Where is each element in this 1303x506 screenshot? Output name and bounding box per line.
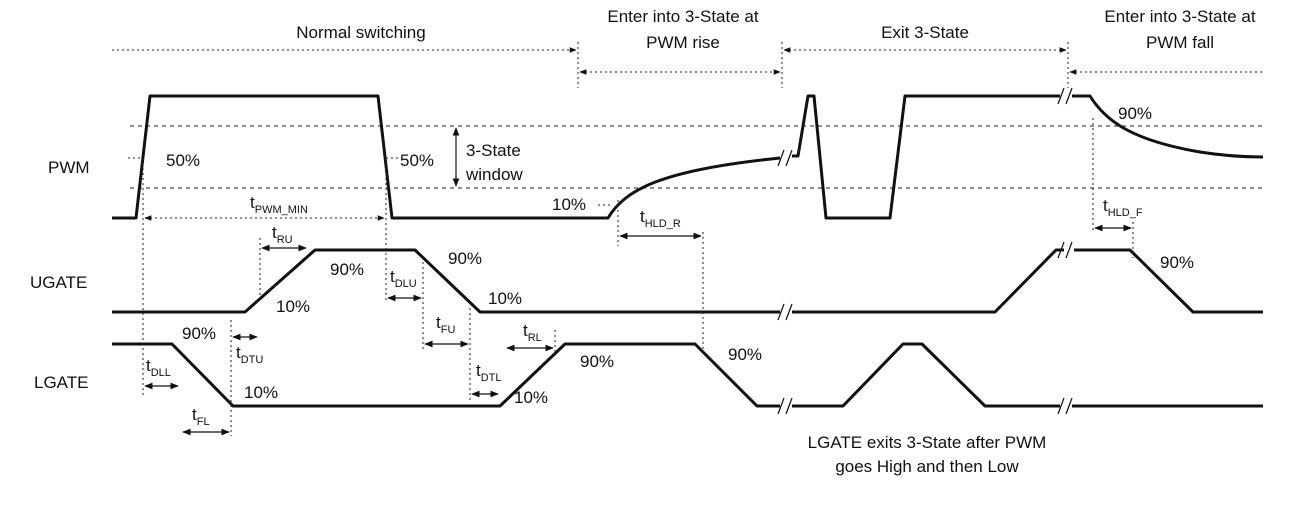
t-pwm-min-label: tPWM_MIN — [250, 193, 308, 216]
lgate-break-mark — [777, 397, 793, 415]
t-dlu-label: tDLU — [390, 267, 417, 290]
phase-enter-fall-label-1: Enter into 3-State at — [1104, 7, 1255, 26]
pwm-waveform-exit — [792, 94, 1060, 220]
ugate-waveform — [112, 248, 780, 314]
ugate-break-mark — [777, 303, 793, 321]
ugate-break-mark — [1057, 241, 1073, 259]
t-dtl-label: tDTL — [476, 361, 502, 384]
lgate-fall2-90-label: 90% — [728, 345, 762, 364]
phase-enter-rise-label-1: Enter into 3-State at — [607, 7, 758, 26]
ugate-fall-90-label: 90% — [448, 249, 482, 268]
signal-lgate-label: LGATE — [34, 373, 88, 392]
t-dtu-label: tDTU — [236, 343, 263, 366]
ugate-fall-10-label: 10% — [488, 289, 522, 308]
t-ru-label: tRU — [272, 223, 293, 246]
ugate-waveform-2 — [792, 248, 1064, 314]
pwm-break-mark — [1057, 87, 1073, 105]
note-line-1: LGATE exits 3-State after PWM — [808, 433, 1047, 452]
phase-enter-rise-label-2: PWM rise — [646, 33, 720, 52]
window-label-2: window — [465, 165, 523, 184]
t-dll-label: tDLL — [146, 356, 171, 379]
lgate-waveform — [112, 342, 780, 408]
t-fu-label: tFU — [436, 313, 455, 336]
ugate-fall2-90-label: 90% — [1160, 253, 1194, 272]
pwm-10-label: 10% — [552, 195, 586, 214]
pwm-fall-50-label: 50% — [400, 151, 434, 170]
phase-normal-label: Normal switching — [296, 23, 425, 42]
lgate-rise-10-label: 10% — [514, 388, 548, 407]
lgate-rise-90-label: 90% — [580, 352, 614, 371]
t-hld-r-label: tHLD_R — [640, 207, 681, 230]
note-line-2: goes High and then Low — [835, 457, 1019, 476]
signal-pwm-label: PWM — [48, 158, 90, 177]
t-fl-label: tFL — [192, 405, 210, 428]
phase-exit-label: Exit 3-State — [881, 23, 969, 42]
window-label-1: 3-State — [466, 141, 521, 160]
ugate-rise-90-label: 90% — [330, 260, 364, 279]
lgate-fall-10-label: 10% — [244, 383, 278, 402]
lgate-fall-90-label: 90% — [182, 324, 216, 343]
pwm-fall-90-label: 90% — [1118, 104, 1152, 123]
signal-ugate-label: UGATE — [30, 273, 87, 292]
pwm-waveform — [112, 94, 781, 220]
lgate-break-mark — [1057, 397, 1073, 415]
lgate-waveform-2 — [792, 342, 1060, 408]
t-rl-label: tRL — [523, 321, 542, 344]
ugate-waveform-3 — [1074, 248, 1263, 314]
pwm-break-mark — [777, 149, 793, 167]
pwm-waveform-fall — [1072, 94, 1264, 159]
ugate-rise-10-label: 10% — [276, 297, 310, 316]
t-hld-f-label: tHLD_F — [1103, 196, 1143, 219]
phase-enter-fall-label-2: PWM fall — [1146, 33, 1214, 52]
pwm-rise-50-label: 50% — [166, 151, 200, 170]
